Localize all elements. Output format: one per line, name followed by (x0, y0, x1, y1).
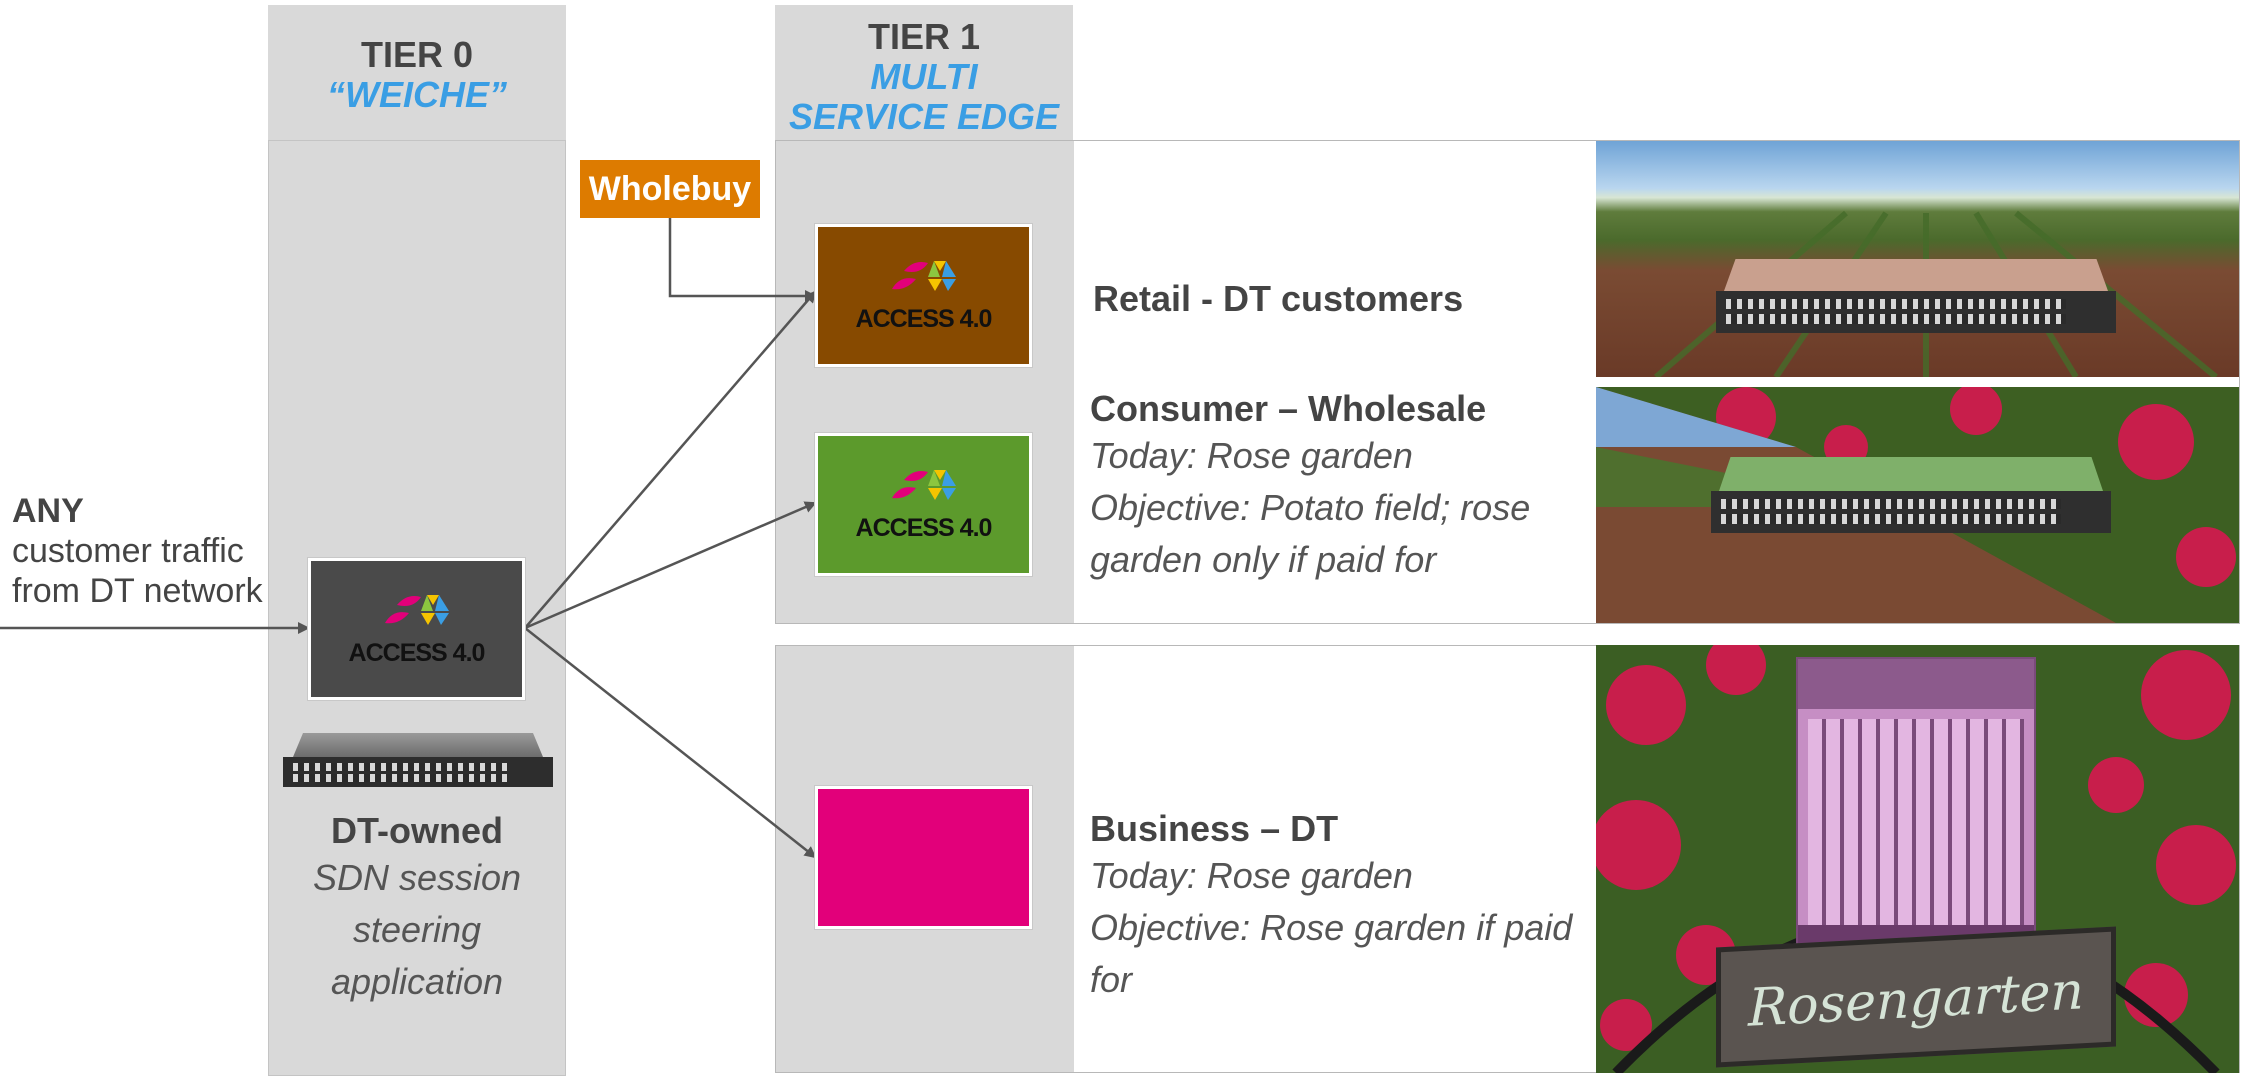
source-line2: from DT network (12, 572, 263, 610)
wholebuy-arrow (668, 218, 817, 302)
tier1-subtitle-line2: SERVICE EDGE (788, 96, 1060, 137)
chassis-router-icon (1796, 657, 2036, 967)
consumer-title: Consumer – Wholesale (1090, 388, 1487, 429)
business-line2: Objective: Rose garden if paid (1090, 907, 1573, 948)
business-description: Business – DT Today: Rose garden Objecti… (1090, 808, 1610, 1006)
tier0-access-card: ACCESS 4.0 (308, 558, 525, 700)
tier1-subtitle-line1: MULTI (870, 56, 978, 97)
tier0-title: TIER 0 (360, 34, 474, 75)
wholebuy-badge: Wholebuy (580, 160, 760, 218)
arrow-to-consumer (524, 501, 817, 630)
business-line1: Today: Rose garden (1090, 855, 1413, 896)
tier1-header: TIER 1 MULTI SERVICE EDGE (775, 5, 1073, 140)
network-switch-icon (1711, 457, 2111, 537)
source-label: ANY customer traffic from DT network (12, 492, 272, 611)
tier0-desc-line1: SDN session (312, 857, 522, 898)
network-switch-icon (1716, 259, 2116, 339)
tier0-logo-text: ACCESS 4.0 (348, 639, 486, 667)
consumer-access-card: ACCESS 4.0 (815, 433, 1032, 576)
tier0-header: TIER 0 “WEICHE” (268, 5, 566, 140)
consumer-logo-text: ACCESS 4.0 (855, 514, 993, 542)
arrow-to-retail (524, 290, 817, 629)
field-rose-split-image (1596, 387, 2239, 623)
sign-text: Rosengarten (1748, 961, 2084, 1039)
consumer-description: Consumer – Wholesale Today: Rose garden … (1090, 388, 1610, 586)
tier1-title: TIER 1 (867, 16, 981, 57)
business-title: Business – DT (1090, 808, 1339, 849)
tier0-desc-line2: steering (352, 909, 482, 950)
retail-logo-text: ACCESS 4.0 (855, 305, 993, 333)
rose-garden-image: Rosengarten (1596, 645, 2239, 1073)
retail-access-card: ACCESS 4.0 (815, 224, 1032, 367)
tier0-desc-line3: application (330, 961, 504, 1002)
access-logo-icon (385, 595, 449, 625)
tier0-desc-title: DT-owned (331, 810, 503, 851)
arrow-to-business (524, 627, 817, 859)
consumer-line2: Objective: Potato field; rose (1090, 487, 1531, 528)
rosengarten-sign: Rosengarten (1716, 926, 2116, 1068)
access-logo-icon (892, 261, 956, 291)
potato-field-image (1596, 141, 2239, 377)
retail-title: Retail - DT customers (1093, 278, 1464, 319)
tier0-switch-icon (283, 733, 553, 793)
business-card (815, 786, 1032, 929)
source-line1: customer traffic (12, 532, 244, 570)
wholebuy-label: Wholebuy (588, 170, 752, 208)
tier0-description: DT-owned SDN session steering applicatio… (268, 810, 566, 1008)
tier0-subtitle: “WEICHE” (327, 74, 507, 115)
consumer-line1: Today: Rose garden (1090, 435, 1413, 476)
access-logo-icon (892, 470, 956, 500)
business-line3: for (1090, 959, 1133, 1000)
consumer-line3: garden only if paid for (1090, 539, 1437, 580)
source-any: ANY (12, 492, 84, 530)
